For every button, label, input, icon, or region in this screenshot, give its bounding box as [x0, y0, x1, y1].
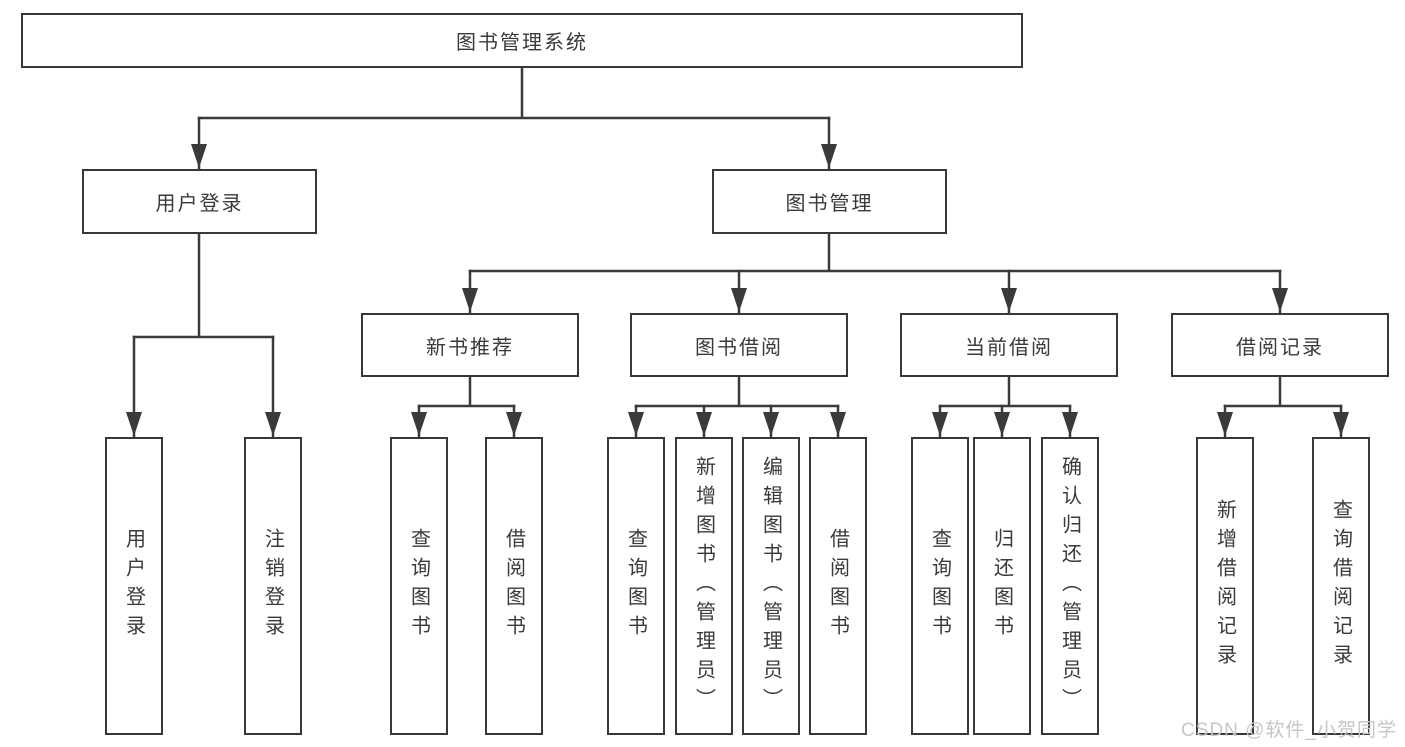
node-book-borrow: 图书借阅: [630, 313, 848, 377]
node-library-system-root: 图书管理系统: [21, 13, 1023, 68]
leaf-query-books-current: 查询图书: [911, 437, 969, 735]
leaf-confirm-return-admin: 确认归还（管理员）: [1041, 437, 1099, 735]
node-book-management: 图书管理: [712, 169, 947, 234]
leaf-borrow-books: 借阅图书: [809, 437, 867, 735]
leaf-query-books-recommend: 查询图书: [390, 437, 448, 735]
node-current-borrow: 当前借阅: [900, 313, 1118, 377]
leaf-add-books-admin: 新增图书（管理员）: [675, 437, 733, 735]
node-user-login: 用户登录: [82, 169, 317, 234]
leaf-user-login: 用户登录: [105, 437, 163, 735]
csdn-watermark: CSDN @软件_小贺同学: [1181, 720, 1397, 741]
leaf-borrow-books-recommend: 借阅图书: [485, 437, 543, 735]
node-borrow-records: 借阅记录: [1171, 313, 1389, 377]
leaf-logout: 注销登录: [244, 437, 302, 735]
leaf-add-borrow-record: 新增借阅记录: [1196, 437, 1254, 735]
node-new-book-recommend: 新书推荐: [361, 313, 579, 377]
leaf-query-books-borrow: 查询图书: [607, 437, 665, 735]
leaf-edit-books-admin: 编辑图书（管理员）: [742, 437, 800, 735]
leaf-query-borrow-record: 查询借阅记录: [1312, 437, 1370, 735]
leaf-return-books: 归还图书: [973, 437, 1031, 735]
